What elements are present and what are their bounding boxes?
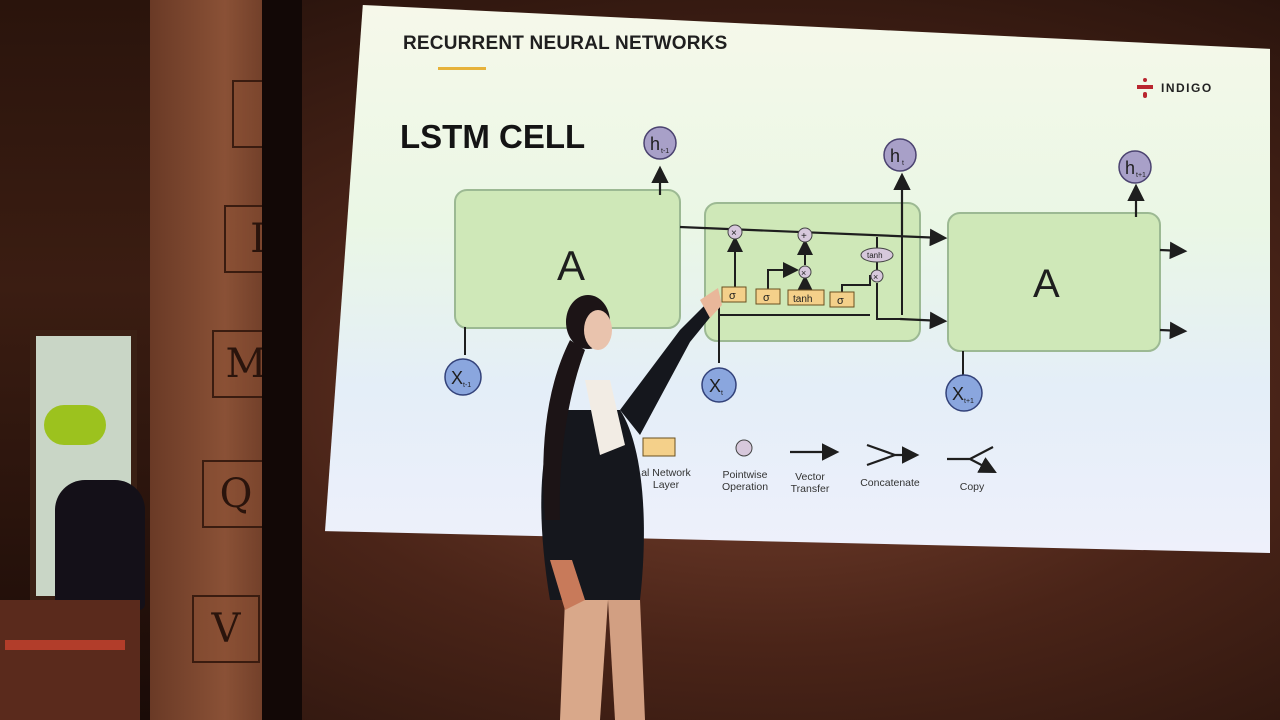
gate-label: σ bbox=[729, 290, 736, 302]
gate-label: σ bbox=[763, 292, 770, 304]
legend-pointwise-icon bbox=[735, 439, 753, 457]
pointwise-op bbox=[870, 269, 884, 283]
h-prev-main: h bbox=[650, 134, 660, 154]
legend-layer-icon bbox=[642, 437, 676, 457]
x-prev-sub: t-1 bbox=[463, 382, 471, 389]
internal-path bbox=[876, 283, 900, 320]
tanh-op bbox=[860, 247, 894, 263]
slide-section-title: RECURRENT NEURAL NETWORKS bbox=[403, 33, 728, 54]
presenter-figure bbox=[541, 288, 722, 720]
x-curr-node bbox=[701, 367, 737, 403]
pillar-tile: V bbox=[192, 595, 260, 663]
x-next-sub: t+1 bbox=[964, 398, 974, 405]
x-next-main: X bbox=[952, 384, 964, 404]
x-next-node bbox=[945, 374, 983, 412]
gate-label: tanh bbox=[793, 294, 812, 305]
middle-cell-box bbox=[704, 202, 921, 342]
pointwise-op bbox=[727, 224, 743, 240]
x-curr-main: X bbox=[709, 376, 721, 396]
legend-label-concatenate: Concatenate bbox=[860, 477, 920, 489]
pillar-shadow bbox=[262, 0, 302, 720]
gate-box bbox=[787, 289, 825, 306]
h-prev-node bbox=[643, 126, 677, 160]
h-next-node bbox=[1118, 150, 1152, 184]
hanging-coat bbox=[55, 480, 145, 610]
x-prev-node bbox=[444, 358, 482, 396]
h-next-main: h bbox=[1125, 158, 1135, 178]
gate-label: σ bbox=[837, 295, 844, 307]
pointwise-op-symbol: × bbox=[801, 268, 806, 278]
legend-copy-icon bbox=[947, 446, 993, 471]
x-prev-main: X bbox=[451, 368, 463, 388]
right-out-arrow-2 bbox=[1159, 321, 1188, 340]
pointwise-op bbox=[798, 265, 812, 279]
legend-concatenate-icon bbox=[866, 445, 915, 465]
hidden-state-arrow bbox=[899, 311, 948, 330]
shelf bbox=[0, 600, 140, 720]
indigo-logo: INDIGO bbox=[1137, 78, 1213, 98]
gate-box bbox=[721, 286, 747, 303]
pointwise-op bbox=[797, 227, 813, 243]
h-curr-node bbox=[883, 138, 917, 172]
h-curr-main: h bbox=[890, 146, 900, 166]
tanh-op-label: tanh bbox=[867, 251, 883, 260]
lstm-diagram: A A σ σ bbox=[444, 126, 1188, 553]
red-shelf-edge bbox=[5, 640, 125, 650]
h-next-sub: t+1 bbox=[1136, 172, 1146, 179]
pointwise-op-symbol: × bbox=[873, 272, 878, 282]
logo-text: INDIGO bbox=[1161, 81, 1213, 95]
slide-heading: LSTM CELL bbox=[400, 118, 586, 155]
pillar-tile: Q bbox=[202, 460, 270, 528]
h-curr-sub: t bbox=[902, 160, 904, 167]
h-prev-sub: t-1 bbox=[661, 148, 669, 155]
x-curr-sub: t bbox=[721, 390, 723, 397]
right-out-arrow-1 bbox=[1159, 241, 1188, 260]
legend-label-copy: Copy bbox=[959, 481, 985, 493]
green-sign bbox=[44, 405, 106, 445]
right-cell-label: A bbox=[1033, 262, 1060, 306]
gate-box bbox=[755, 288, 781, 305]
pointwise-op-symbol: + bbox=[801, 231, 807, 242]
internal-path bbox=[767, 262, 799, 295]
pointwise-op-symbol: × bbox=[731, 228, 737, 239]
projection-screen: RECURRENT NEURAL NETWORKS INDIGO LSTM CE… bbox=[325, 5, 1270, 553]
gate-box bbox=[829, 291, 855, 308]
title-underline bbox=[438, 67, 486, 70]
indigo-logo-icon bbox=[1137, 78, 1153, 98]
right-cell-box bbox=[947, 212, 1161, 352]
left-cell-label: A bbox=[557, 242, 585, 289]
internal-path bbox=[841, 275, 871, 295]
